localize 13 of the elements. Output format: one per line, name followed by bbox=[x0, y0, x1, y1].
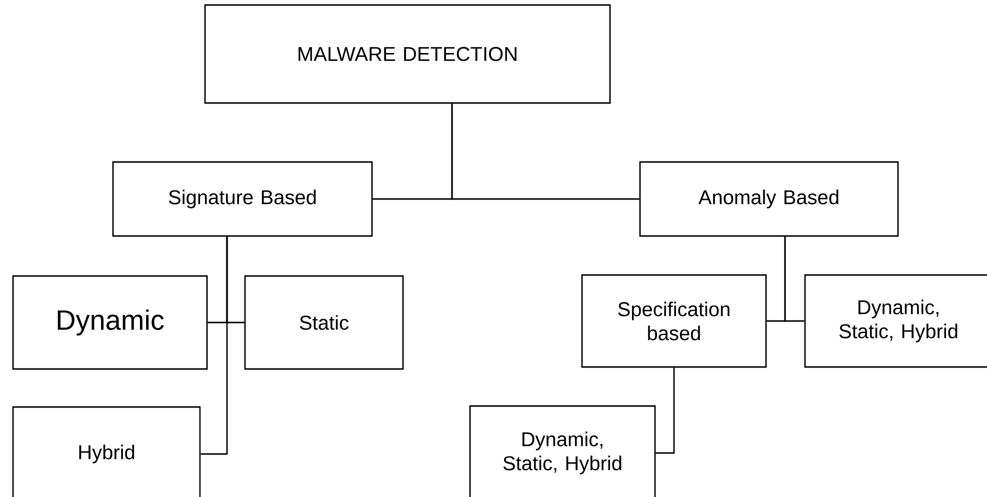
process-box: Hybrid bbox=[12, 406, 201, 497]
connector-line bbox=[656, 368, 675, 454]
connector-line bbox=[200, 236, 228, 455]
process-box: Static bbox=[244, 275, 404, 370]
connector-line bbox=[451, 104, 640, 200]
connector-line bbox=[784, 236, 804, 322]
process-box: Dynamic, Static, Hybrid bbox=[804, 274, 987, 368]
process-box: Signature Based bbox=[112, 161, 373, 237]
process-box: Dynamic bbox=[12, 275, 208, 370]
process-box: Dynamic, Static, Hybrid bbox=[469, 405, 656, 497]
process-box: Anomaly Based bbox=[639, 161, 899, 237]
process-box: MALWARE DETECTION bbox=[204, 4, 611, 104]
process-box: Specification based bbox=[581, 274, 767, 368]
